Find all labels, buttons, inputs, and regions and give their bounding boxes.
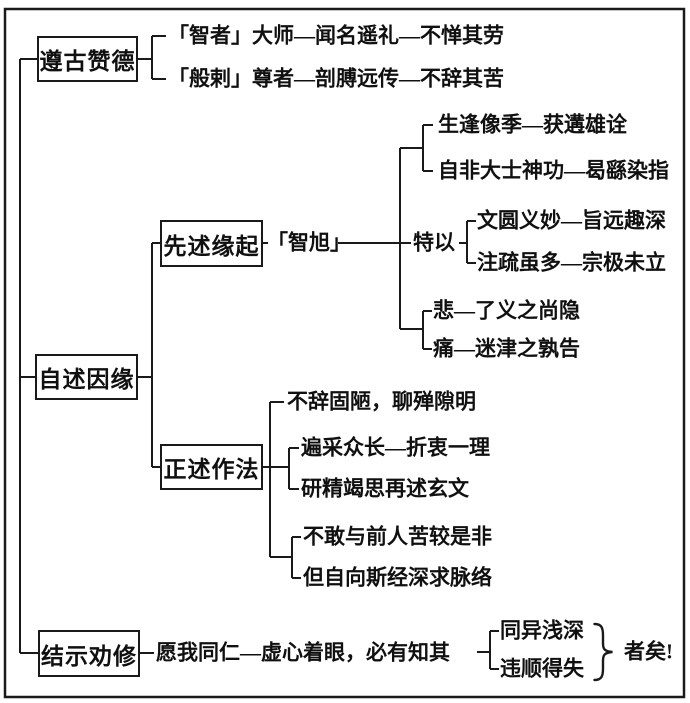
box-zishu-yinyuan: 自述因缘 bbox=[35, 354, 138, 400]
leaf-buci-gulou: 不辞固陋，聊殚隙明 bbox=[287, 389, 476, 414]
leaf-tong-mijin: 痛—迷津之孰告 bbox=[433, 336, 580, 361]
leaf-bugan-yu-qianren: 不敢与前人苦较是非 bbox=[303, 524, 492, 549]
label-zhixu: 「智旭」 bbox=[267, 230, 351, 255]
outer-border bbox=[3, 7, 686, 699]
leaf-bei-liaoyi: 悲—了义之尚隐 bbox=[433, 298, 580, 323]
leaf-zhizhe-dashi: 「智者」大师—闻名遥礼—不惮其劳 bbox=[168, 23, 504, 48]
leaf-zhushu-suiduo: 注疏虽多—宗极未立 bbox=[477, 250, 666, 275]
label-teyi: 特以 bbox=[413, 230, 455, 255]
leaf-wenyuan-yimiao: 文圆义妙—旨远趣深 bbox=[477, 208, 666, 233]
leaf-zifei-dashi: 自非大士神功—曷繇染指 bbox=[438, 158, 669, 183]
leaf-yuanwo-tongren: 愿我同仁—虚心着眼，必有知其 bbox=[156, 640, 450, 665]
suffix-zheyi: 者矣! bbox=[624, 639, 673, 664]
leaf-banla-zunzhe: 「般剌」尊者—剖膊远传—不辞其苦 bbox=[168, 66, 504, 91]
brace-item-weishun: 违顺得失 bbox=[500, 656, 584, 681]
box-zhengshu-zuofa: 正述作法 bbox=[160, 444, 263, 490]
box-jieshi-quanxiu: 结示劝修 bbox=[38, 630, 140, 677]
box-xianshu-yuanqi: 先述缘起 bbox=[160, 220, 263, 267]
brace-item-tongyi: 同异浅深 bbox=[500, 618, 584, 643]
leaf-yanjing-jiesi: 研精竭思再述玄文 bbox=[301, 476, 469, 501]
leaf-shengfeng-xiangji: 生逢像季—获遘雄诠 bbox=[438, 112, 627, 137]
leaf-danzi-xiang-sijing: 但自向斯经深求脉络 bbox=[303, 565, 492, 590]
leaf-biancai-zhongchang: 遍采众长—折衷一理 bbox=[301, 435, 490, 460]
curly-brace bbox=[593, 622, 613, 682]
box-zungu-zande: 遵古赞德 bbox=[37, 36, 138, 82]
